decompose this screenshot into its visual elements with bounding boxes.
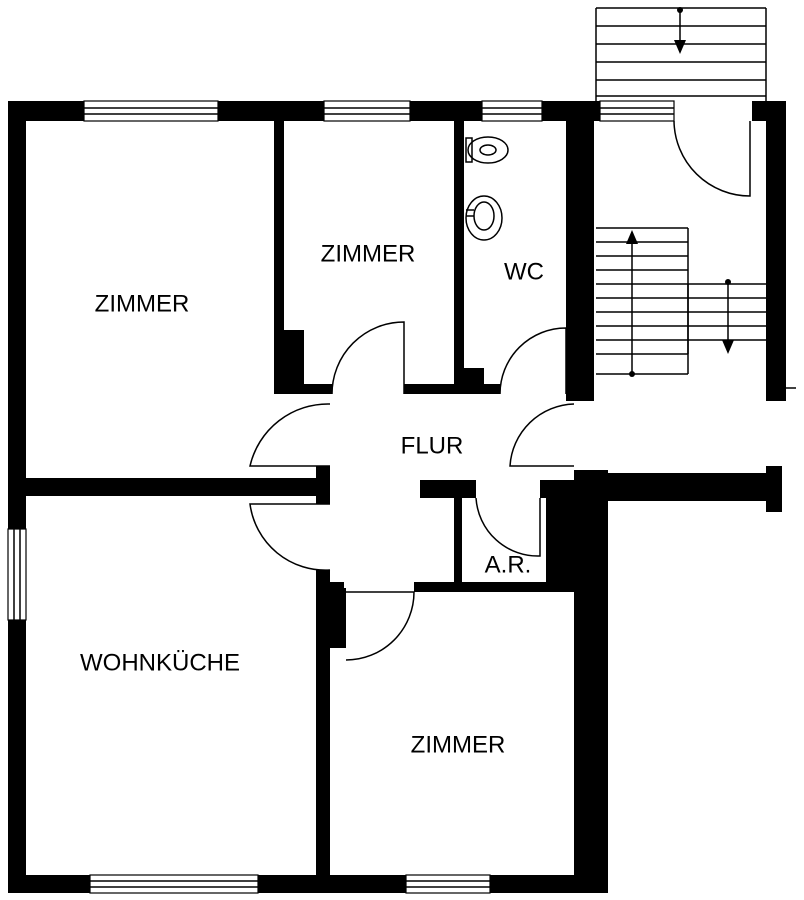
wall-wk-right bbox=[316, 570, 330, 893]
stair-arrow-icon bbox=[677, 7, 683, 13]
window-top-1 bbox=[83, 100, 219, 122]
wall-ar-left bbox=[454, 480, 462, 590]
wall-top-3 bbox=[410, 101, 482, 121]
wall-stair-right bbox=[766, 101, 786, 401]
room-label-zimmer-nw: ZIMMER bbox=[95, 290, 190, 317]
wall-ar-right-thick bbox=[546, 480, 576, 590]
door-zimmer-nw bbox=[249, 403, 331, 467]
wall-top-1 bbox=[8, 101, 84, 121]
wall-left-lower bbox=[8, 620, 26, 892]
room-label-wc: WC bbox=[504, 258, 544, 285]
wall-stair-left bbox=[574, 101, 594, 401]
doors bbox=[249, 120, 751, 661]
wall-bottom-2 bbox=[258, 875, 406, 893]
wall-zn-bottom bbox=[274, 384, 332, 394]
stair-arrow-start-2 bbox=[725, 279, 731, 285]
door-stair bbox=[509, 403, 575, 467]
room-label-zimmer-s: ZIMMER bbox=[411, 731, 506, 758]
fixtures bbox=[465, 136, 509, 241]
wall-right-lower bbox=[574, 470, 608, 893]
room-label-ar: A.R. bbox=[485, 551, 532, 578]
door-wc bbox=[499, 327, 567, 395]
wall-zs-top bbox=[414, 582, 576, 592]
wall-left-upper bbox=[8, 101, 26, 529]
windows bbox=[7, 100, 675, 894]
room-labels: ZIMMER ZIMMER WC FLUR WOHNKÜCHE A.R. ZIM… bbox=[80, 240, 544, 758]
stair-arrow-start bbox=[629, 371, 635, 377]
wall-part-1b bbox=[284, 330, 304, 390]
wall-part-3 bbox=[566, 101, 574, 401]
wall-ar-top-1 bbox=[420, 480, 476, 498]
door-wohnkueche bbox=[249, 503, 331, 571]
wall-part-1 bbox=[274, 101, 284, 391]
wall-wk-right-jamb bbox=[330, 588, 346, 648]
room-label-wohnkueche: WOHNKÜCHE bbox=[80, 649, 240, 676]
wall-top-2 bbox=[218, 101, 324, 121]
window-bottom-1 bbox=[89, 874, 259, 894]
door-zimmer-s bbox=[345, 591, 415, 661]
room-label-flur: FLUR bbox=[401, 432, 464, 459]
door-zimmer-n bbox=[331, 321, 405, 395]
door-ar bbox=[475, 497, 541, 557]
window-left bbox=[7, 528, 27, 621]
sink-icon bbox=[465, 195, 503, 241]
stairs bbox=[595, 7, 796, 389]
window-bottom-2 bbox=[405, 874, 491, 894]
toilet-icon bbox=[465, 136, 509, 164]
wall-part-2 bbox=[454, 101, 464, 391]
walls bbox=[8, 101, 786, 893]
window-top-3 bbox=[481, 100, 543, 122]
wall-corridor-right-end bbox=[766, 466, 782, 512]
door-entrance bbox=[673, 120, 751, 197]
wall-bottom-1 bbox=[8, 875, 90, 893]
wall-wc-bottom bbox=[454, 384, 500, 394]
wall-mid-h bbox=[8, 478, 320, 496]
window-top-2 bbox=[323, 100, 411, 122]
room-label-zimmer-n: ZIMMER bbox=[321, 240, 416, 267]
wall-zs-top-left bbox=[316, 582, 344, 592]
window-top-4 bbox=[599, 100, 675, 122]
wall-mid-h-end bbox=[316, 466, 330, 504]
wall-corridor-right bbox=[574, 473, 782, 501]
wall-zn-bottom-2 bbox=[404, 384, 462, 394]
